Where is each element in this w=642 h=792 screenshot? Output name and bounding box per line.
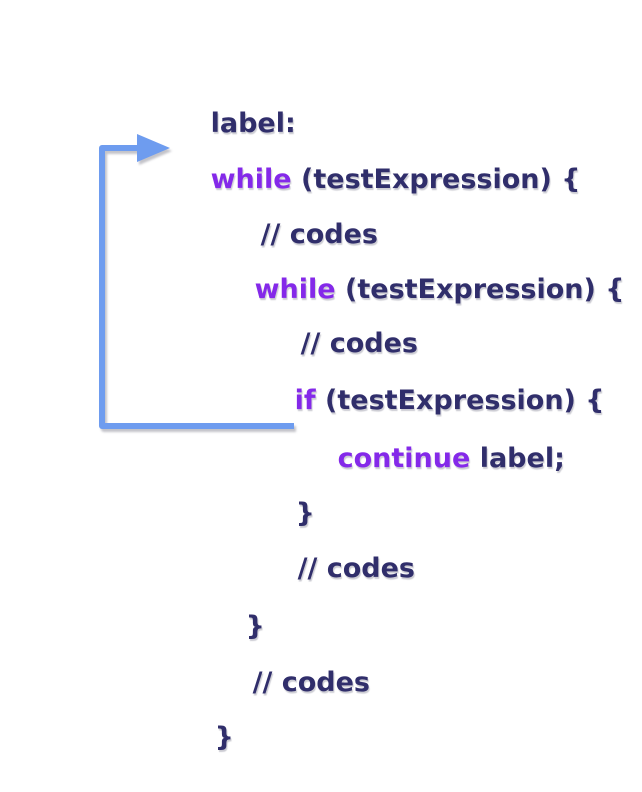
continue-label-text: label; [470,443,565,474]
code-line-inner-while: while (testExpression) { [217,242,625,338]
keyword-continue: continue [337,443,471,474]
code-line-comment-4: // codes [215,635,370,731]
label-text: label: [210,108,296,139]
code-line-closing-brace-inner-while: } [208,579,265,675]
comment-text-4: // codes [252,667,370,698]
code-line-continue-statement: continue label; [300,411,565,507]
inner-while-condition: (testExpression) { [335,274,625,305]
code-line-label-statement: label: [173,76,296,172]
closing-brace-if-text: } [295,498,315,529]
keyword-while-inner: while [254,274,336,305]
if-condition: (testExpression) { [315,385,605,416]
code-line-if-statement: if (testExpression) { [257,353,605,449]
code-line-closing-brace-outer-while: } [177,690,234,786]
code-line-closing-brace-if: } [258,466,315,562]
comment-text-1: // codes [260,219,378,250]
outer-while-condition: (testExpression) { [291,164,581,195]
code-line-comment-2: // codes [263,296,418,392]
continue-jump-arrowhead-icon [137,134,170,162]
keyword-while-outer: while [210,164,292,195]
continue-jump-arrow-path [99,145,294,429]
comment-text-2: // codes [300,328,418,359]
code-line-comment-3: // codes [260,521,415,617]
code-line-comment-1: // codes [223,187,378,283]
closing-brace-inner-while-text: } [245,611,265,642]
comment-text-3: // codes [297,553,415,584]
closing-brace-outer-while-text: } [214,722,234,753]
keyword-if: if [294,385,316,416]
code-line-outer-while: while (testExpression) { [173,132,581,228]
